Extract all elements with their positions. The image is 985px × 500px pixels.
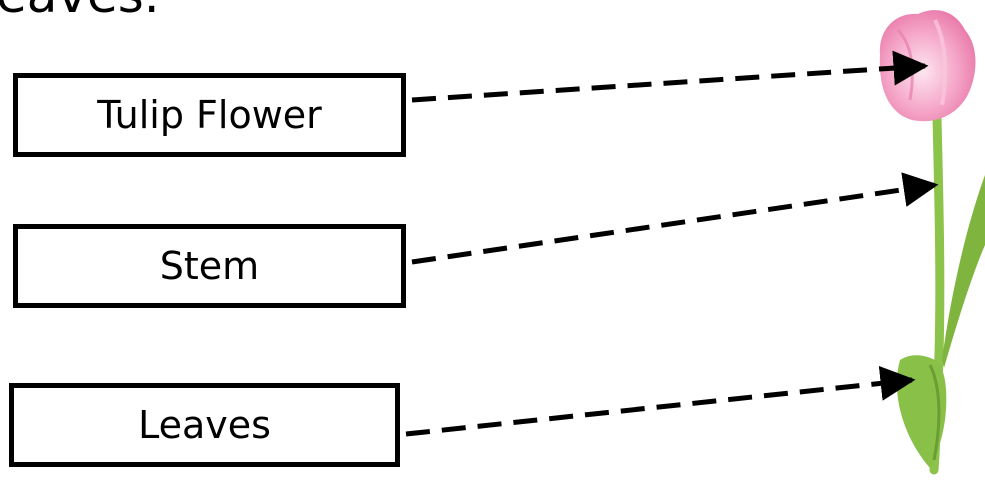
label-box-stem[interactable]: Stem [13, 224, 406, 308]
tulip-leaf-right [942, 175, 985, 368]
arrow-tulip-flower [411, 50, 929, 103]
label-text-stem: Stem [159, 244, 260, 288]
label-text-tulip-flower: Tulip Flower [97, 93, 322, 137]
label-box-leaves[interactable]: Leaves [9, 383, 400, 467]
label-box-tulip-flower[interactable]: Tulip Flower [13, 73, 406, 157]
tulip-image [879, 10, 985, 475]
worksheet-heading: eaves. [0, 0, 160, 20]
arrow-stem [411, 172, 939, 265]
label-text-leaves: Leaves [138, 403, 271, 447]
arrow-leaves [405, 365, 916, 437]
